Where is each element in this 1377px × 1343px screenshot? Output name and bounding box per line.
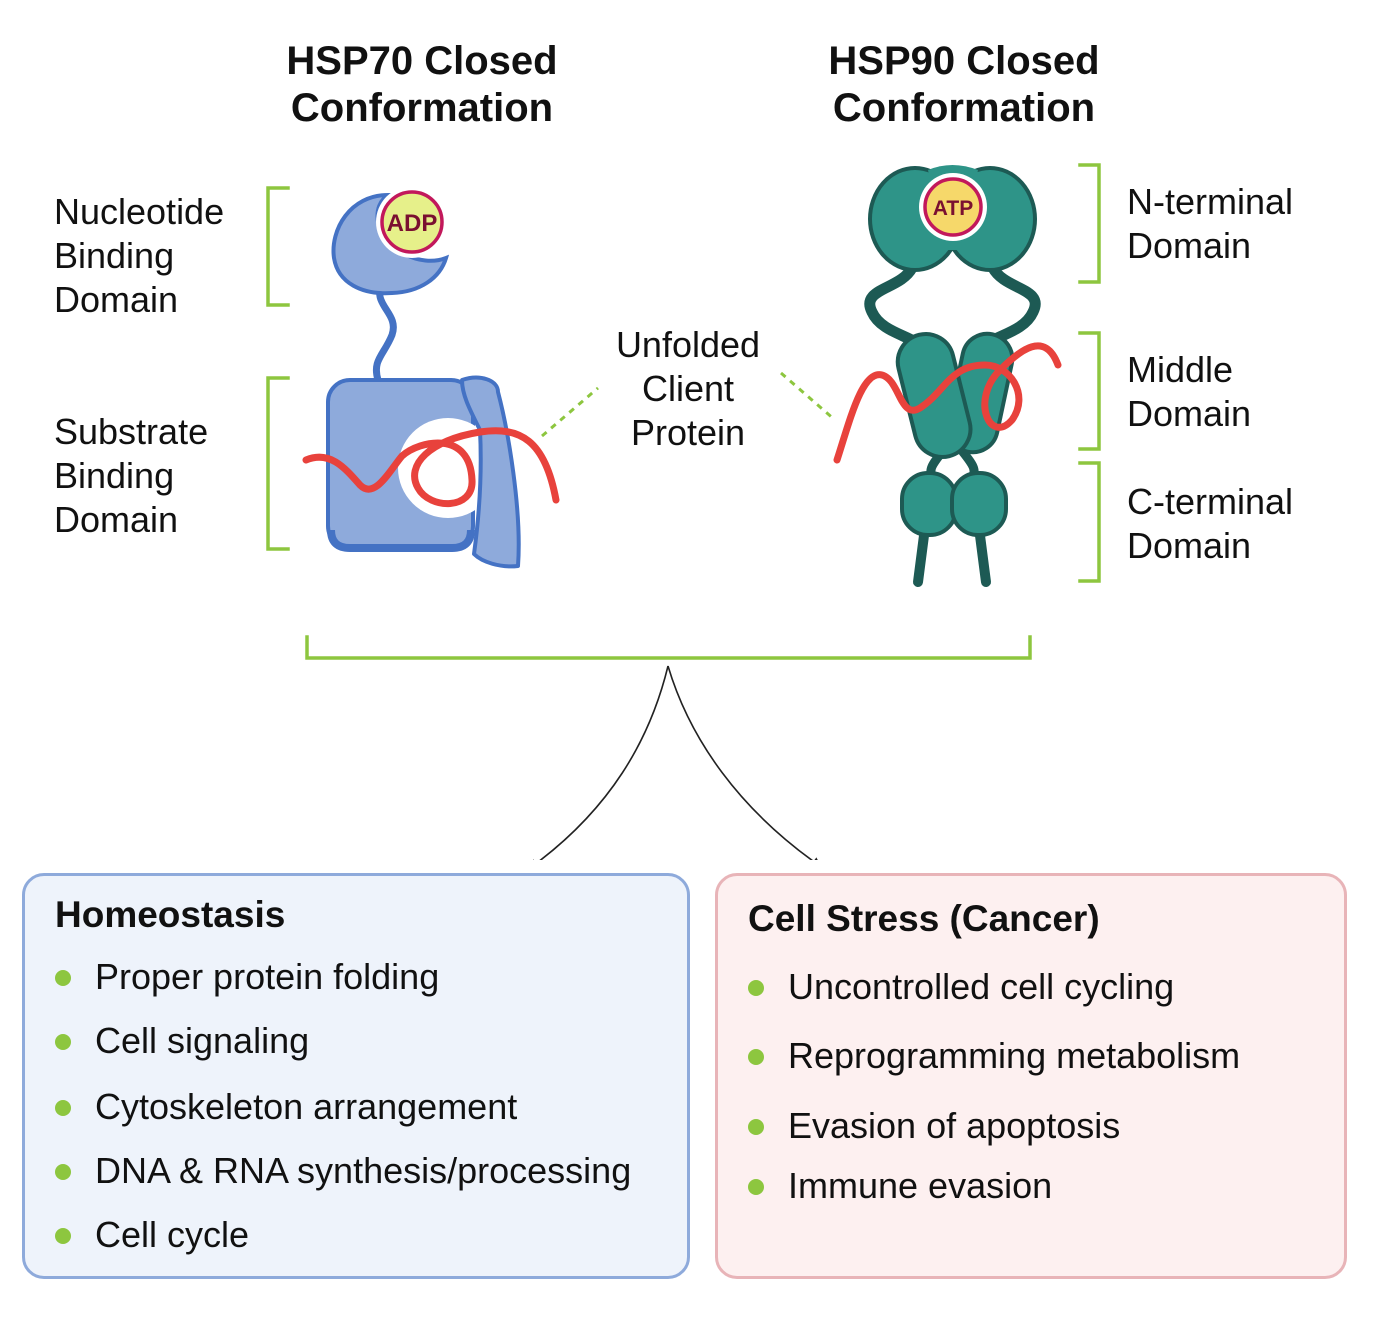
homeostasis-box: Homeostasis Proper protein folding Cell … (22, 873, 690, 1279)
n-terminal-bracket (1078, 163, 1101, 284)
bullet-icon (55, 1228, 71, 1244)
middle-domain-label: Middle Domain (1127, 349, 1252, 434)
bullet-icon (55, 1164, 71, 1180)
hsp90-protein: ATP (833, 165, 1062, 587)
atp-label: ATP (933, 197, 973, 220)
list-item: Cytoskeleton arrangement (55, 1086, 677, 1150)
list-item: Cell cycle (55, 1214, 677, 1278)
hsp90-title: HSP90 Closed Conformation (828, 39, 1100, 130)
n-terminal-domain-label: N-terminal Domain (1127, 181, 1294, 266)
hsp90-c-terminal-left (900, 471, 958, 537)
hsp90-c-terminal-right (950, 471, 1008, 537)
list-item: Proper protein folding (55, 956, 677, 1020)
bullet-icon (55, 1034, 71, 1050)
bullet-icon (748, 1179, 764, 1195)
list-item: Reprogramming metabolism (748, 1035, 1334, 1105)
cell-stress-box: Cell Stress (Cancer) Uncontrolled cell c… (715, 873, 1347, 1279)
substrate-domain-bracket (266, 376, 290, 551)
bullet-icon (55, 1100, 71, 1116)
list-item: Cell signaling (55, 1020, 677, 1086)
homeostasis-title: Homeostasis (55, 894, 286, 935)
c-terminal-bracket (1078, 461, 1101, 583)
combined-bracket (305, 635, 1032, 660)
bullet-icon (55, 970, 71, 986)
homeostasis-list: Proper protein folding Cell signaling Cy… (55, 956, 677, 1278)
unfolded-client-protein-label: Unfolded Client Protein (615, 324, 761, 453)
client-leader-left (541, 386, 599, 438)
hsp70-linker (373, 278, 397, 384)
adp-label: ADP (387, 210, 438, 237)
list-item: Immune evasion (748, 1165, 1334, 1229)
bullet-icon (748, 980, 764, 996)
list-item: Uncontrolled cell cycling (748, 966, 1334, 1035)
nucleotide-binding-domain-label: Nucleotide Binding Domain (54, 191, 225, 320)
middle-domain-bracket (1078, 331, 1101, 451)
cell-stress-title: Cell Stress (Cancer) (748, 898, 1100, 939)
c-terminal-domain-label: C-terminal Domain (1127, 481, 1294, 566)
bullet-icon (748, 1049, 764, 1065)
arrow-to-homeostasis (528, 665, 669, 860)
bullet-icon (748, 1119, 764, 1135)
list-item: DNA & RNA synthesis/processing (55, 1150, 677, 1214)
client-leader-right (780, 371, 836, 422)
nucleotide-domain-bracket (266, 186, 290, 307)
cell-stress-list: Uncontrolled cell cycling Reprogramming … (748, 966, 1334, 1229)
hsp90-client-strand (833, 342, 1062, 464)
diagram-art: ADP ATP (266, 163, 1101, 860)
hsp70-client-strand (302, 427, 560, 507)
hsp70-title: HSP70 Closed Conformation (286, 39, 558, 130)
list-item: Evasion of apoptosis (748, 1105, 1334, 1165)
arrow-to-cell-stress (667, 665, 822, 860)
substrate-binding-domain-label: Substrate Binding Domain (54, 411, 209, 540)
hsp70-protein: ADP (302, 186, 560, 569)
